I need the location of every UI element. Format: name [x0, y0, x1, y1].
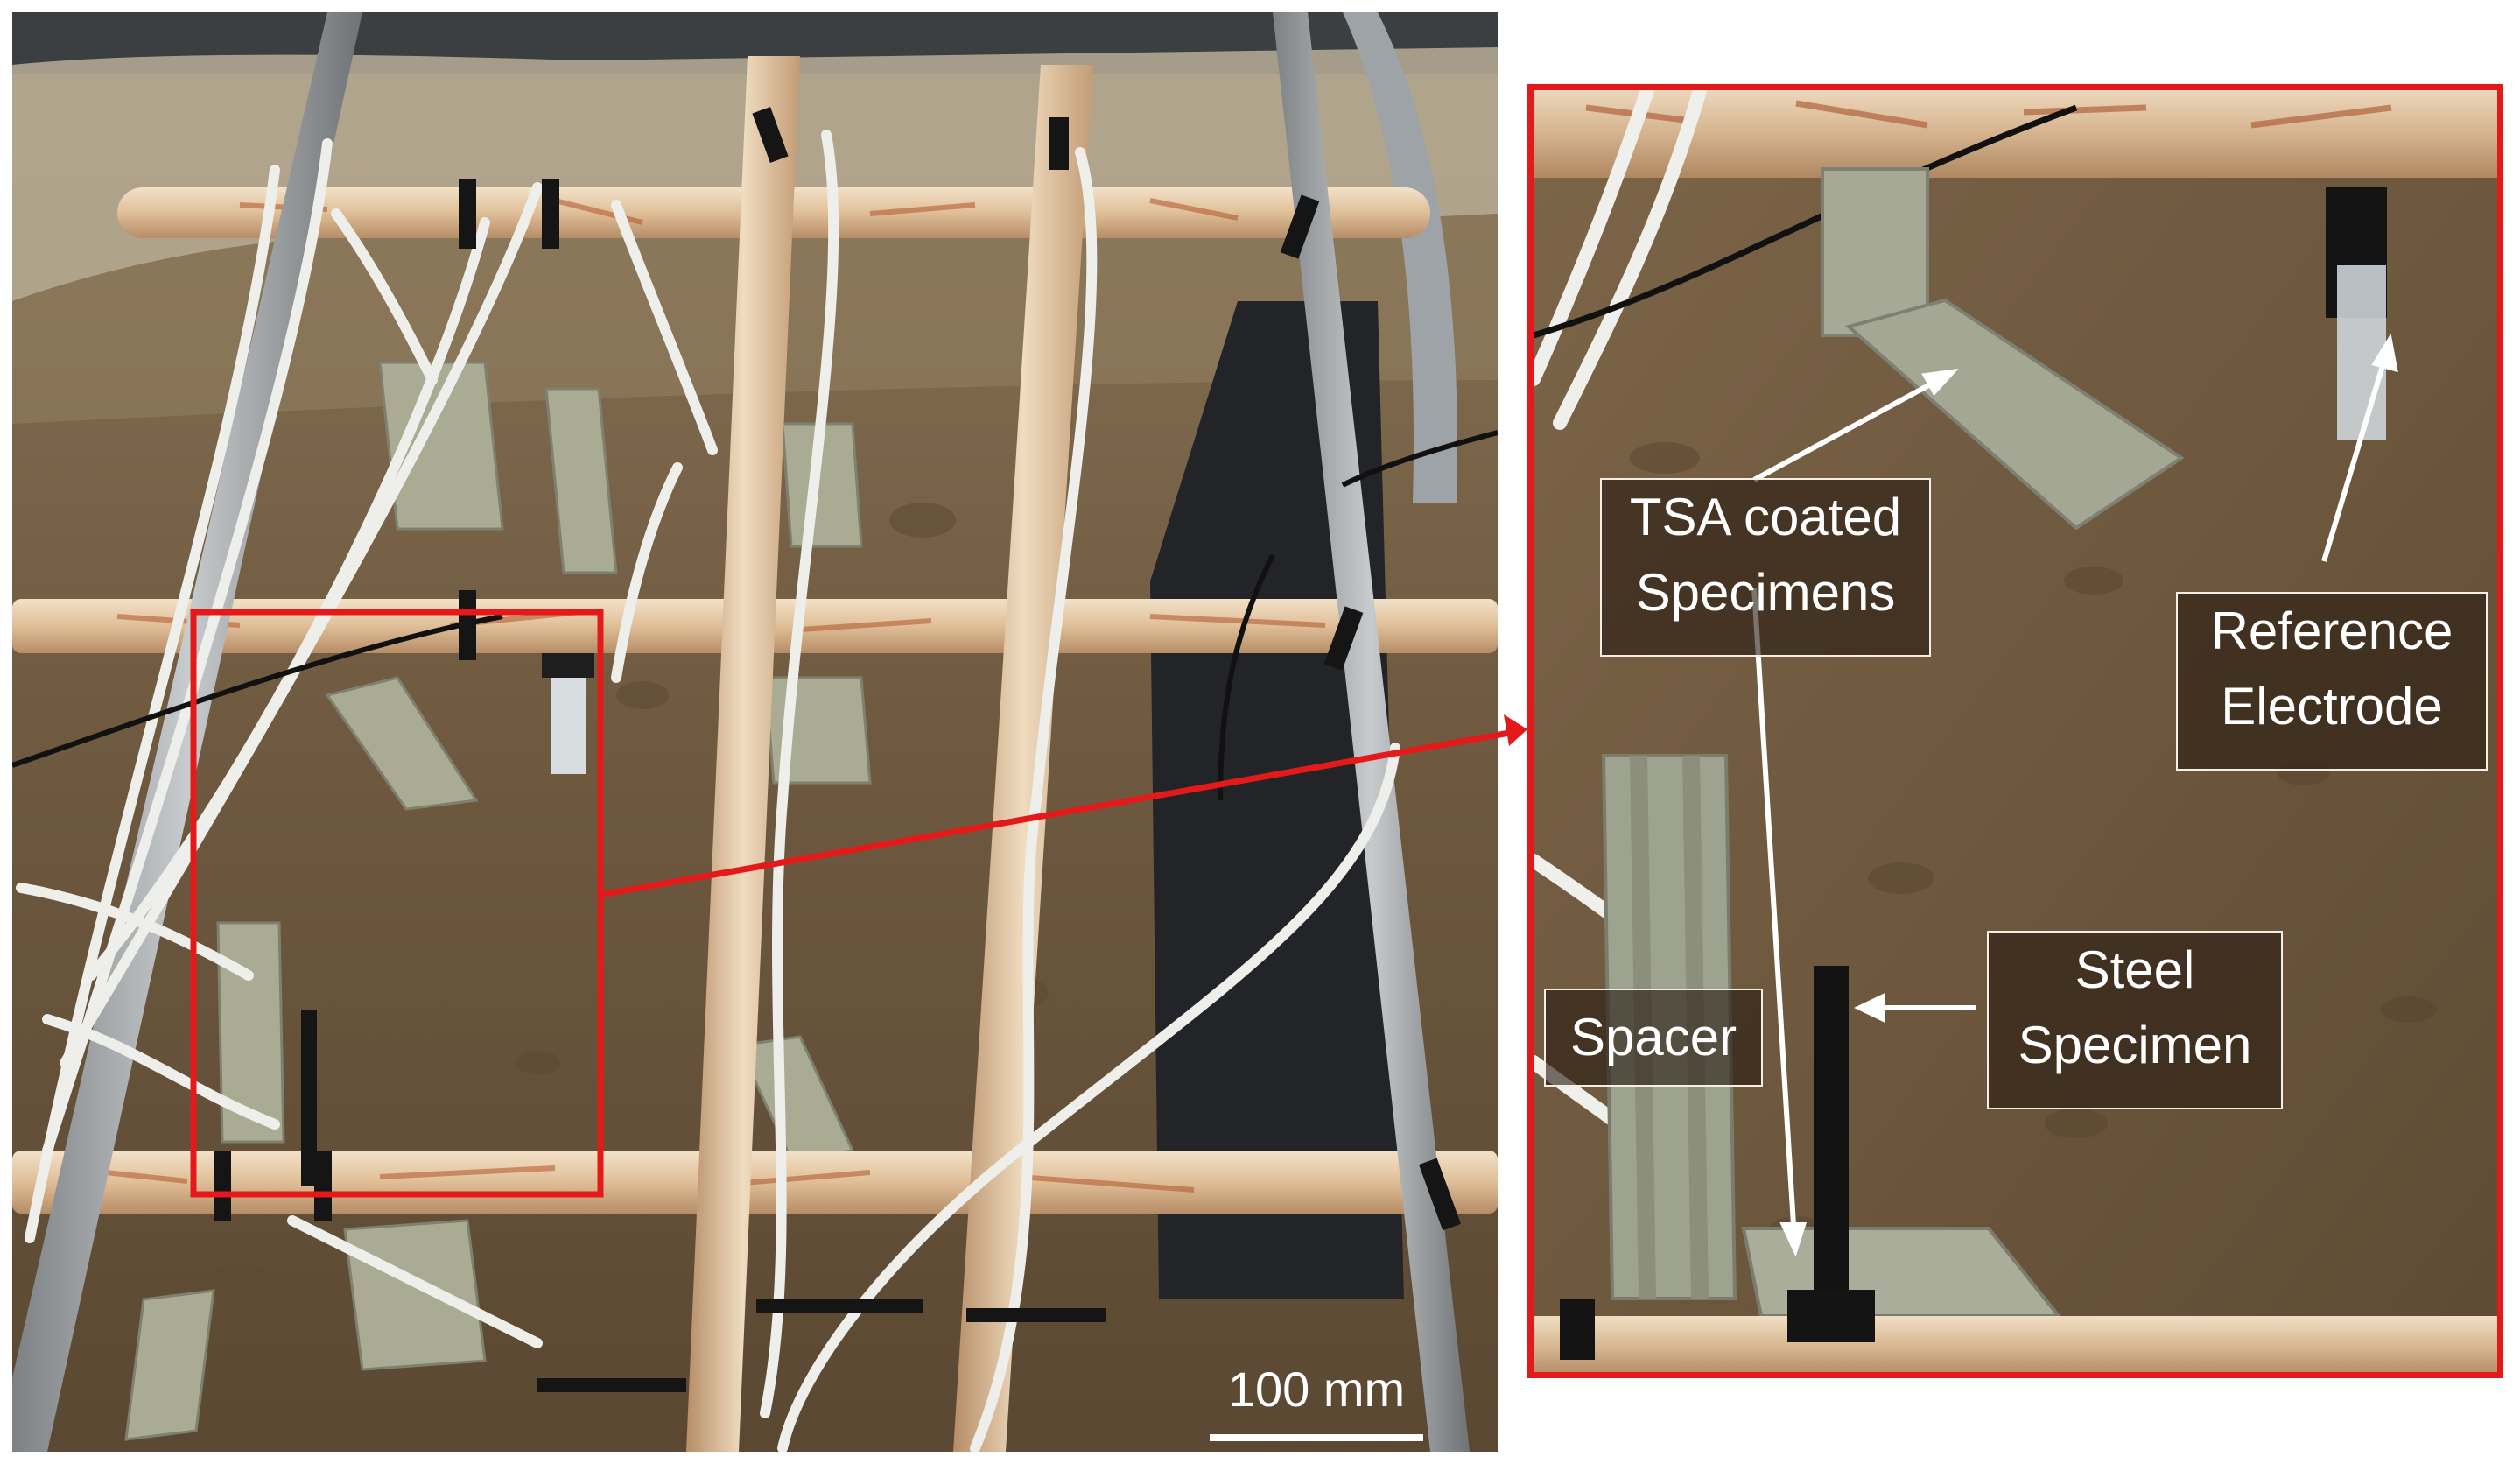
- steel-specimen-label: Steel Specimen: [1987, 931, 2283, 1109]
- overview-photo: 100 mm: [12, 12, 1498, 1452]
- tsa-coated-line-1: TSA coated: [1629, 488, 1902, 546]
- reference-electrode-line-1: Reference: [2210, 602, 2453, 660]
- tsa-coated-specimens-label: TSA coated Specimens: [1600, 478, 1931, 657]
- spacer-label: Spacer: [1544, 989, 1763, 1087]
- tsa-coated-line-2: Specimens: [1635, 563, 1896, 622]
- overview-photo-graphic: [12, 12, 1498, 1452]
- zoomed-photo: TSA coated Specimens Reference Electrode…: [1527, 84, 2503, 1378]
- steel-specimen-line-2: Specimen: [2018, 1016, 2252, 1074]
- scale-bar-label: 100 mm: [1227, 1362, 1406, 1417]
- reference-electrode-line-2: Electrode: [2221, 677, 2443, 736]
- reference-electrode-label: Reference Electrode: [2176, 592, 2488, 771]
- scale-bar: [1210, 1434, 1423, 1441]
- steel-specimen-line-1: Steel: [2074, 940, 2195, 999]
